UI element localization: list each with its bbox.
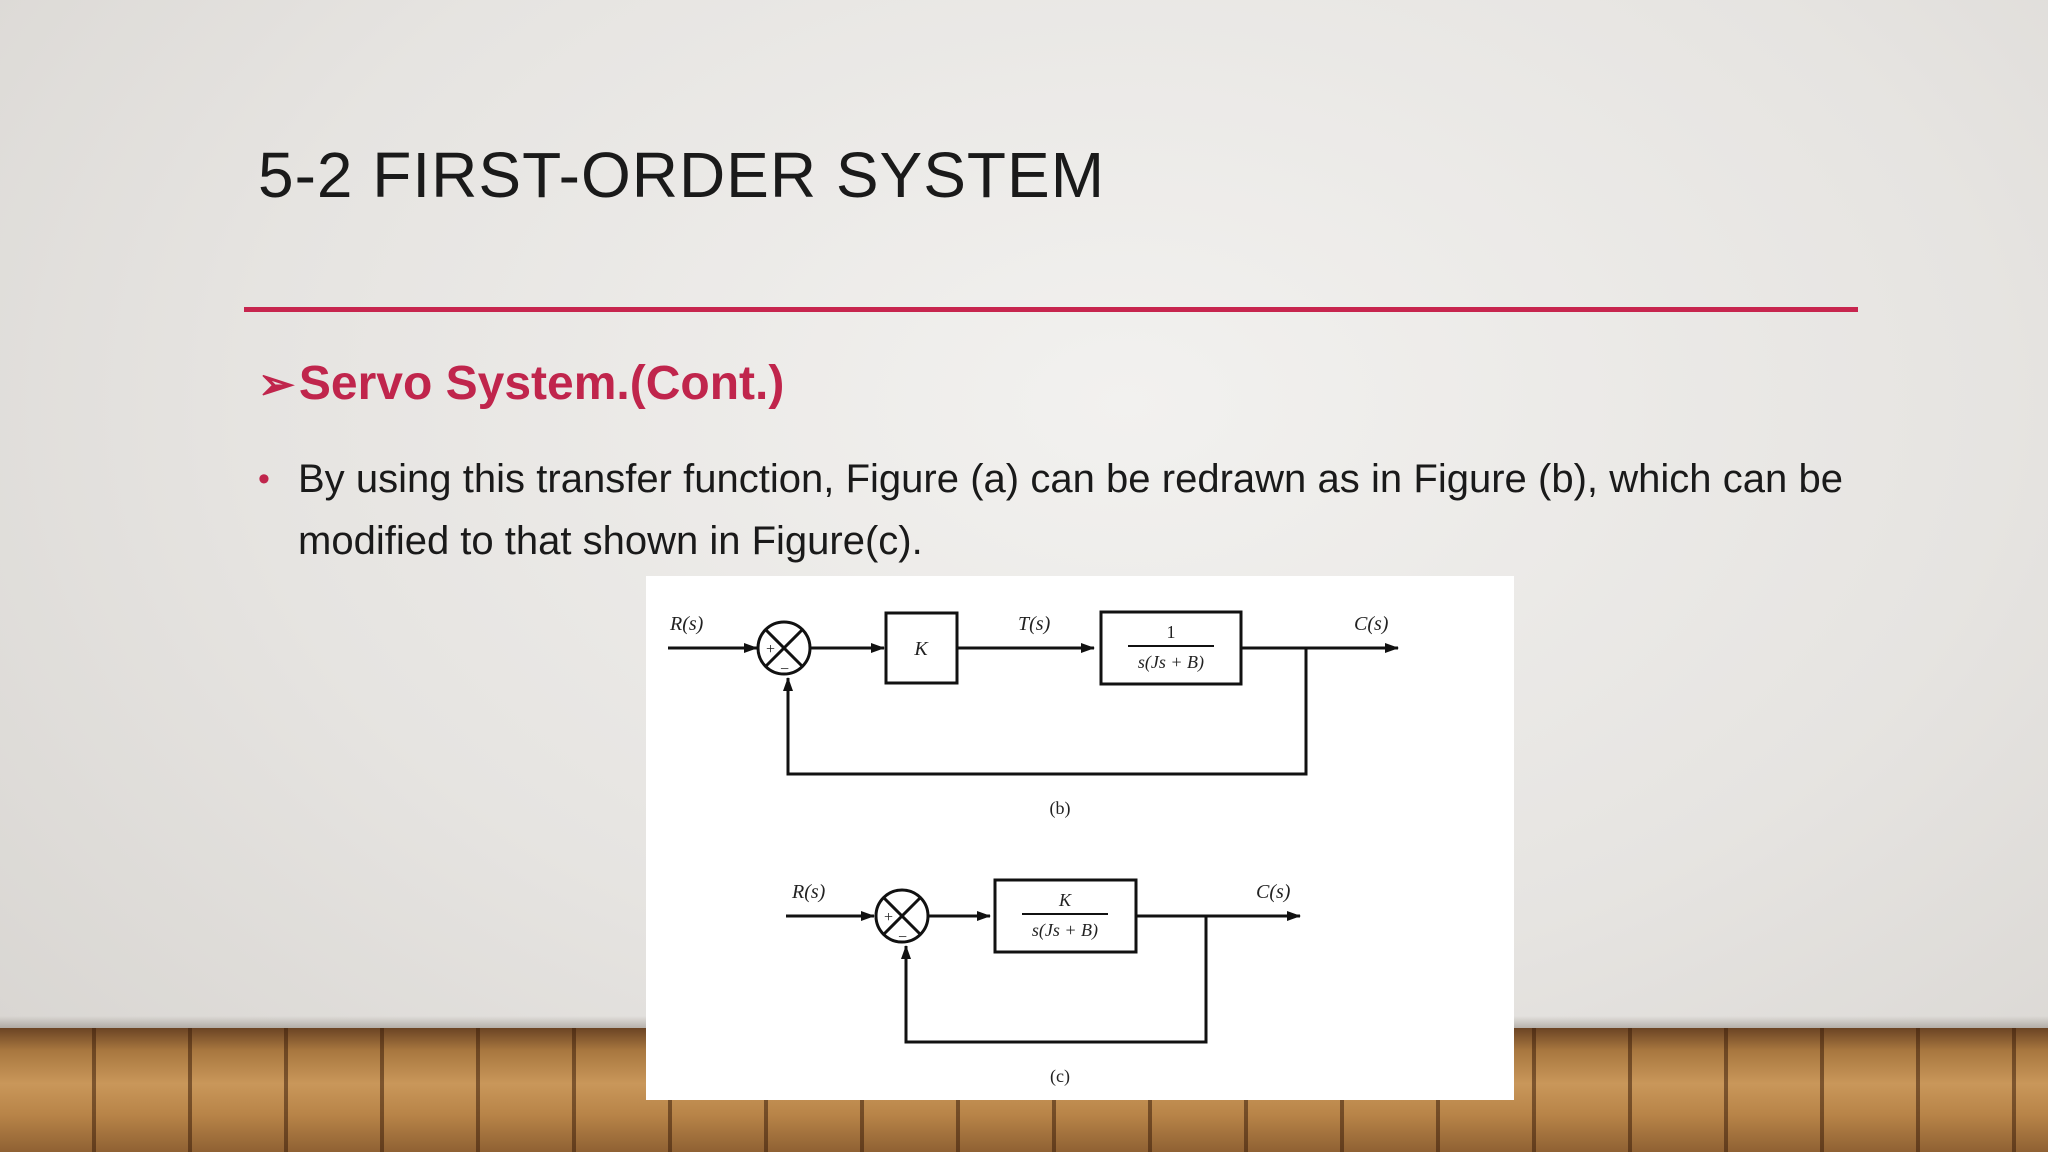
figure-c-input-label: R(s) — [791, 881, 826, 903]
figure-b-summing-junction: + − — [756, 620, 812, 678]
figure-c-diagram: R(s) + − K s(Js + B) C(s) (c) — [786, 878, 1301, 1087]
slide-title: 5-2 FIRST-ORDER SYSTEM — [258, 139, 1105, 211]
figure-c-sum-plus: + — [884, 909, 893, 926]
figure-b-input-label: R(s) — [669, 613, 704, 635]
block-diagram-svg: R(s) + − K T(s) 1 s(Js + B) — [668, 610, 1399, 1087]
figure-c-sum-minus: − — [898, 929, 907, 946]
figure-b-output-label: C(s) — [1354, 613, 1389, 635]
figure-b-feedback-path — [783, 648, 1308, 776]
figure-c-caption: (c) — [1050, 1066, 1070, 1087]
figure-b-caption: (b) — [1050, 798, 1071, 819]
figure-b-sum-minus: − — [780, 661, 789, 678]
figure-b-plant-denominator: s(Js + B) — [1138, 652, 1204, 673]
block-diagram-figure: R(s) + − K T(s) 1 s(Js + B) — [646, 576, 1514, 1100]
section-subheading: ➢Servo System.(Cont.) — [258, 356, 784, 411]
figure-b-gain-label: K — [913, 638, 929, 660]
figure-c-block-denominator: s(Js + B) — [1032, 920, 1098, 941]
figure-c-output-label: C(s) — [1256, 881, 1291, 903]
title-divider — [244, 307, 1858, 312]
figure-c-block-numerator: K — [1058, 890, 1072, 910]
figure-b-diagram: R(s) + − K T(s) 1 s(Js + B) — [668, 610, 1399, 819]
figure-b-sum-plus: + — [766, 641, 775, 658]
figure-b-intermediate-label: T(s) — [1018, 613, 1051, 635]
subheading-text: Servo System.(Cont.) — [298, 357, 785, 410]
bullet-dot-icon: • — [258, 460, 270, 498]
figure-c-summing-junction: + − — [874, 888, 930, 946]
bullet-text: By using this transfer function, Figure … — [298, 457, 1843, 563]
figure-b-plant-numerator: 1 — [1167, 622, 1176, 642]
figure-c-feedback-path — [901, 916, 1208, 1044]
arrow-bullet-icon: ➢ — [258, 360, 295, 409]
